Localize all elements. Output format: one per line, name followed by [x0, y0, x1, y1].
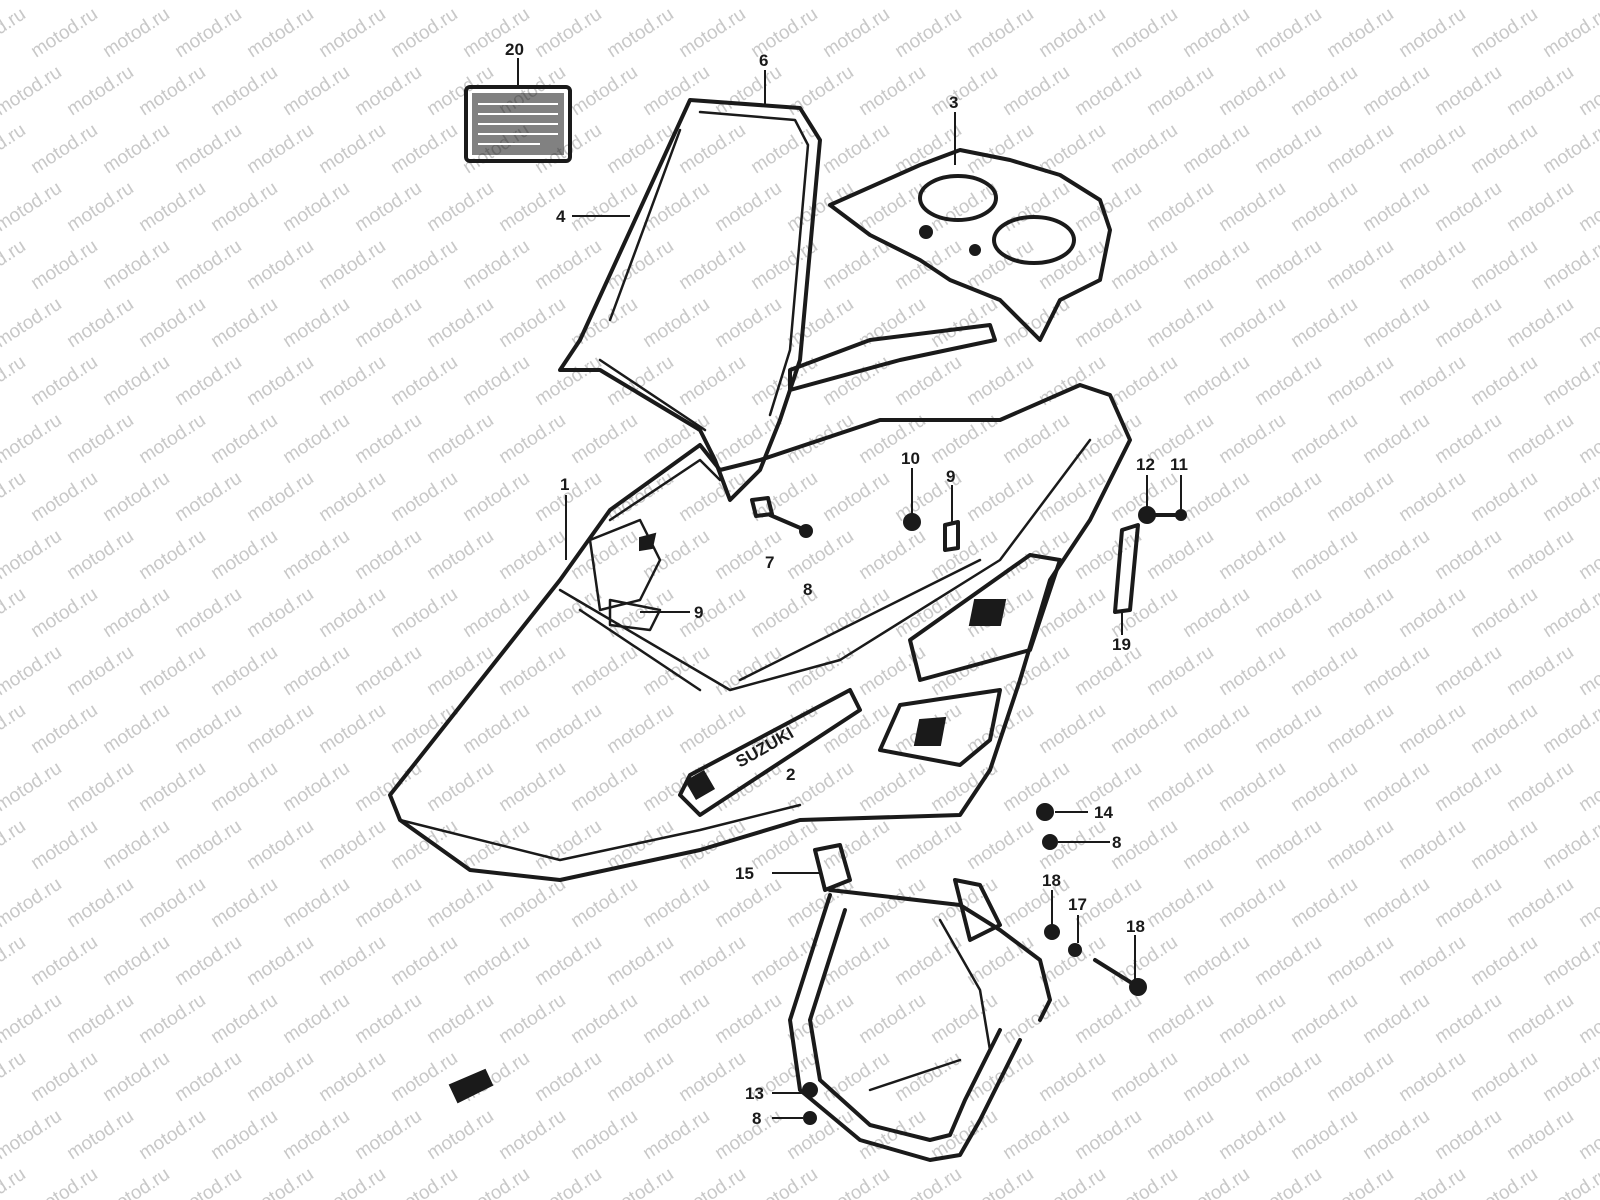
hardware-parts	[448, 496, 1187, 1125]
callout-17: 17	[1068, 895, 1087, 914]
callout-13: 13	[745, 1084, 764, 1103]
tail-light-bracket-part	[828, 148, 1112, 342]
callout-2: 2	[786, 765, 795, 784]
warning-label-part	[464, 85, 572, 163]
callout-8b: 8	[1112, 833, 1121, 852]
callout-14: 14	[1094, 803, 1113, 822]
callout-4: 4	[556, 207, 566, 226]
callout-3: 3	[949, 93, 958, 112]
callout-8c: 8	[752, 1109, 761, 1128]
main-tail-cowling-part: SUZUKI	[388, 383, 1132, 882]
warning-label-icon	[472, 93, 564, 155]
callout-9b: 9	[694, 603, 703, 622]
callout-19: 19	[1112, 635, 1131, 654]
callout-1: 1	[560, 475, 569, 494]
grab-rail-frame-part	[788, 843, 1052, 1162]
callout-labels: 20 6 3 4 1 10 9 12 11 7 8 9 19 2 14 8 15…	[505, 40, 1188, 1128]
tail-cowl-upper-part	[558, 98, 822, 502]
callout-7: 7	[765, 553, 774, 572]
leader-lines	[517, 58, 1182, 1119]
callout-20: 20	[505, 40, 524, 59]
callout-10: 10	[901, 449, 920, 468]
suzuki-s-emblem	[684, 769, 716, 801]
seat-rail-strip-part	[788, 323, 997, 392]
callout-18b: 18	[1126, 917, 1145, 936]
callout-9: 9	[946, 467, 955, 486]
callout-15: 15	[735, 864, 754, 883]
callout-18: 18	[1042, 871, 1061, 890]
callout-11: 11	[1170, 455, 1188, 474]
callout-12: 12	[1136, 455, 1155, 474]
callout-6: 6	[759, 51, 768, 70]
callout-8: 8	[803, 580, 812, 599]
